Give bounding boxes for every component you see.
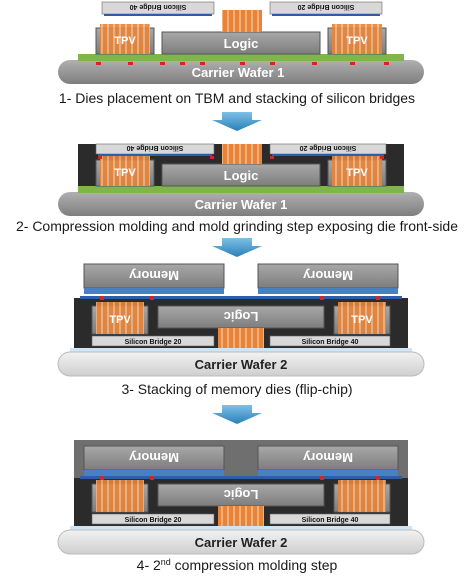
bridge-right-label: Silicon Bridge 20 xyxy=(299,144,356,151)
flow-arrow-3 xyxy=(212,405,262,424)
logic-label: Logic xyxy=(224,309,259,324)
step-2: Carrier Wafer 1 Logic TPV TPV Silicon Br… xyxy=(16,143,458,234)
silicon-bridge-left xyxy=(91,513,215,525)
memory-die-right xyxy=(257,263,399,289)
flow-arrow-1 xyxy=(212,112,262,131)
step-4: Carrier Wafer 2 Memory Memory Logic Sili… xyxy=(57,440,425,573)
bridge-left-label: Silicon Bridge 20 xyxy=(125,339,182,346)
carrier-wafer-2 xyxy=(57,351,425,377)
tbm-layer xyxy=(78,54,404,61)
wafer-label: Carrier Wafer 1 xyxy=(195,197,288,212)
tbm-bumps xyxy=(96,62,389,65)
carrier-wafer-2-base xyxy=(70,526,412,532)
bump-row xyxy=(80,296,402,299)
step-3: Carrier Wafer 2 Silicon Bridge 20 Silico… xyxy=(57,263,425,397)
tpv-label-left: TPV xyxy=(109,314,131,326)
memory-label-left: Memory xyxy=(128,268,179,283)
carrier-wafer-1 xyxy=(58,192,424,216)
center-pillars xyxy=(222,144,262,164)
center-pillars xyxy=(218,506,264,526)
tbm-layer xyxy=(78,186,404,193)
bridge-left-label: Silicon Bridge 40 xyxy=(129,3,186,10)
step-4-caption-suffix: compression molding step xyxy=(171,557,338,573)
carrier-wafer-2 xyxy=(57,529,425,555)
wafer-label: Carrier Wafer 1 xyxy=(192,65,285,80)
tpv-label-right: TPV xyxy=(351,314,373,326)
carrier-wafer-1 xyxy=(58,60,424,84)
step-4-caption-prefix: 4- 2 xyxy=(137,557,161,573)
step-4-caption-sup: nd xyxy=(161,557,171,567)
step-2-caption: 2- Compression molding and mold grinding… xyxy=(16,218,458,234)
step-1-caption: 1- Dies placement on TBM and stacking of… xyxy=(59,90,415,106)
tpv-label-right: TPV xyxy=(346,35,368,47)
memory-label-right: Memory xyxy=(302,450,353,465)
bridge-right-label: Silicon Bridge 40 xyxy=(302,339,359,346)
memory-label-left: Memory xyxy=(128,450,179,465)
tpv-label-left: TPV xyxy=(114,35,136,47)
logic-label: Logic xyxy=(224,487,259,502)
silicon-bridge-right xyxy=(269,335,391,347)
bridge-right-label: Silicon Bridge 20 xyxy=(297,3,354,10)
logic-label: Logic xyxy=(224,168,259,183)
carrier-wafer-2-base xyxy=(70,348,412,354)
tpv-label-right: TPV xyxy=(346,167,368,179)
memory-die-left xyxy=(83,445,225,471)
step-1: Carrier Wafer 1 Logic TPV TPV Silicon Br… xyxy=(58,1,424,106)
wafer-label: Carrier Wafer 2 xyxy=(195,535,288,550)
memory-die-left xyxy=(83,263,225,289)
bridge-left-label: Silicon Bridge 40 xyxy=(126,144,183,151)
silicon-bridge-right xyxy=(269,513,391,525)
wafer-label: Carrier Wafer 2 xyxy=(195,357,288,372)
silicon-bridge-left xyxy=(91,335,215,347)
center-pillars xyxy=(218,328,264,348)
step-4-caption: 4- 2nd compression molding step xyxy=(137,557,338,573)
bridge-right-label: Silicon Bridge 40 xyxy=(302,517,359,524)
bridge-left-label: Silicon Bridge 20 xyxy=(125,517,182,524)
center-pillars xyxy=(222,10,262,32)
memory-label-right: Memory xyxy=(302,268,353,283)
flow-arrow-2 xyxy=(212,238,262,257)
step-3-caption: 3- Stacking of memory dies (flip-chip) xyxy=(121,381,352,397)
logic-label: Logic xyxy=(224,36,259,51)
tpv-label-left: TPV xyxy=(114,167,136,179)
